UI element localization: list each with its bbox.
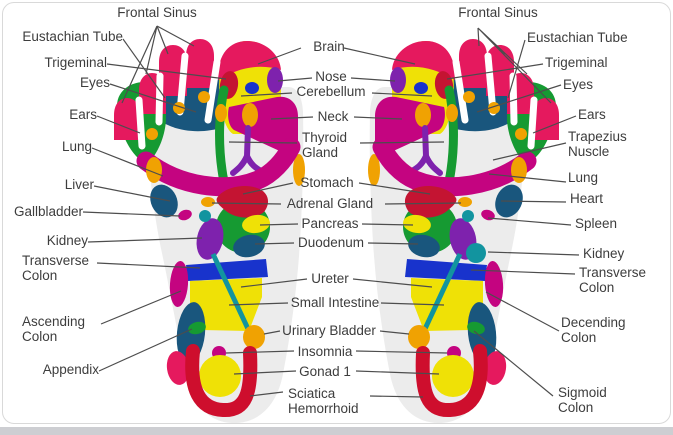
label-cerebellum: Cerebellum	[296, 84, 366, 99]
label-thyroid-gland: Thyroid Gland	[302, 130, 348, 160]
leader-transverse-left	[96, 262, 201, 269]
label-sigmoid-colon: Sigmoid Colon	[558, 385, 607, 415]
leader-trapezius	[492, 142, 567, 161]
leader-sigmoid	[473, 330, 554, 397]
label-gonad-1: Gonad 1	[299, 364, 351, 379]
leader-brain	[257, 47, 416, 65]
leader-eustachian-right	[507, 39, 526, 99]
label-ureter: Ureter	[311, 271, 349, 286]
leader-urinary-bladder	[263, 330, 410, 335]
leader-thyroid	[228, 141, 445, 144]
leader-spleen	[487, 217, 572, 226]
label-duodenum: Duodenum	[297, 235, 365, 250]
label-heart: Heart	[570, 191, 604, 206]
label-frontal-sinus-right: Frontal Sinus	[458, 5, 538, 20]
label-appendix: Appendix	[42, 362, 99, 377]
leader-kidney-left	[87, 237, 203, 243]
leader-eyes-left	[109, 83, 197, 113]
leader-heart	[500, 200, 567, 203]
label-sciatica-hemorrhoid: Sciatica Hemorrhoid	[288, 386, 359, 416]
leader-gonad	[233, 370, 440, 375]
label-kidney-right: Kidney	[583, 246, 625, 261]
leader-kidney-right	[487, 251, 580, 256]
leader-adrenal	[211, 202, 462, 205]
label-adrenal-gland: Adrenal Gland	[286, 196, 374, 211]
leader-lung-left	[91, 147, 164, 177]
leader-eyes-right	[476, 84, 562, 113]
label-stomach: Stomach	[300, 175, 354, 190]
leader-cerebellum	[240, 92, 433, 97]
label-brain: Brain	[313, 39, 345, 54]
page-background-strip	[0, 427, 673, 435]
label-pancreas: Pancreas	[301, 216, 359, 231]
leader-trigeminal-right	[446, 63, 544, 80]
label-ears-left: Ears	[69, 107, 97, 122]
label-ascending-colon: Ascending Colon	[22, 314, 86, 344]
label-lung-left: Lung	[61, 139, 92, 154]
label-spleen: Spleen	[575, 216, 618, 231]
leader-lung-right	[488, 173, 567, 183]
leader-frontal-sinus-left	[121, 25, 195, 104]
leader-insomnia	[225, 350, 448, 354]
leader-trigeminal-left	[106, 63, 227, 80]
leader-duodenum	[254, 242, 419, 245]
label-small-intestine: Small Intestine	[290, 295, 380, 310]
label-kidney-left: Kidney	[46, 233, 88, 248]
label-transverse-colon-left: Transverse Colon	[22, 253, 90, 283]
label-neck: Neck	[317, 109, 349, 124]
right-foot	[368, 39, 559, 423]
label-liver: Liver	[64, 177, 94, 192]
label-insomnia: Insomnia	[297, 344, 353, 359]
label-transverse-colon-right: Transverse Colon	[579, 265, 647, 295]
right-kidney-zone	[466, 243, 486, 263]
leader-nose	[277, 77, 396, 82]
label-trigeminal-right: Trigeminal	[545, 55, 608, 70]
label-eyes-left: Eyes	[79, 75, 110, 90]
leader-ascending	[100, 290, 182, 325]
leader-decending	[485, 291, 560, 332]
leader-frontal-sinus-right	[477, 27, 552, 104]
leader-stomach	[242, 182, 431, 195]
label-nose: Nose	[315, 69, 347, 84]
leader-liver	[93, 185, 171, 202]
leader-transverse-right	[470, 269, 576, 275]
leader-sciatica	[249, 391, 424, 398]
leader-appendix	[98, 328, 193, 372]
leader-small-intestine	[228, 302, 445, 306]
leader-ears-right	[532, 115, 577, 134]
label-eyes-right: Eyes	[563, 77, 594, 92]
label-ears-right: Ears	[578, 107, 606, 122]
label-gallbladder: Gallbladder	[13, 204, 83, 219]
leader-neck	[270, 116, 403, 120]
label-decending-colon: Decending Colon	[561, 315, 626, 345]
leader-pancreas	[259, 223, 414, 226]
leader-ears-left	[96, 115, 141, 134]
left-foot	[114, 39, 305, 423]
leader-gallbladder	[82, 211, 181, 217]
leader-ureter	[240, 278, 433, 288]
label-urinary-bladder: Urinary Bladder	[282, 323, 376, 338]
label-lung-right: Lung	[568, 170, 599, 185]
label-eustachian-tube-right: Eustachian Tube	[527, 30, 628, 45]
label-eustachian-tube-left: Eustachian Tube	[22, 29, 123, 44]
label-frontal-sinus-left: Frontal Sinus	[117, 5, 197, 20]
label-trigeminal-left: Trigeminal	[44, 55, 107, 70]
leader-lines	[82, 25, 580, 398]
label-trapezius-nuscle: Trapezius Nuscle	[568, 129, 627, 159]
